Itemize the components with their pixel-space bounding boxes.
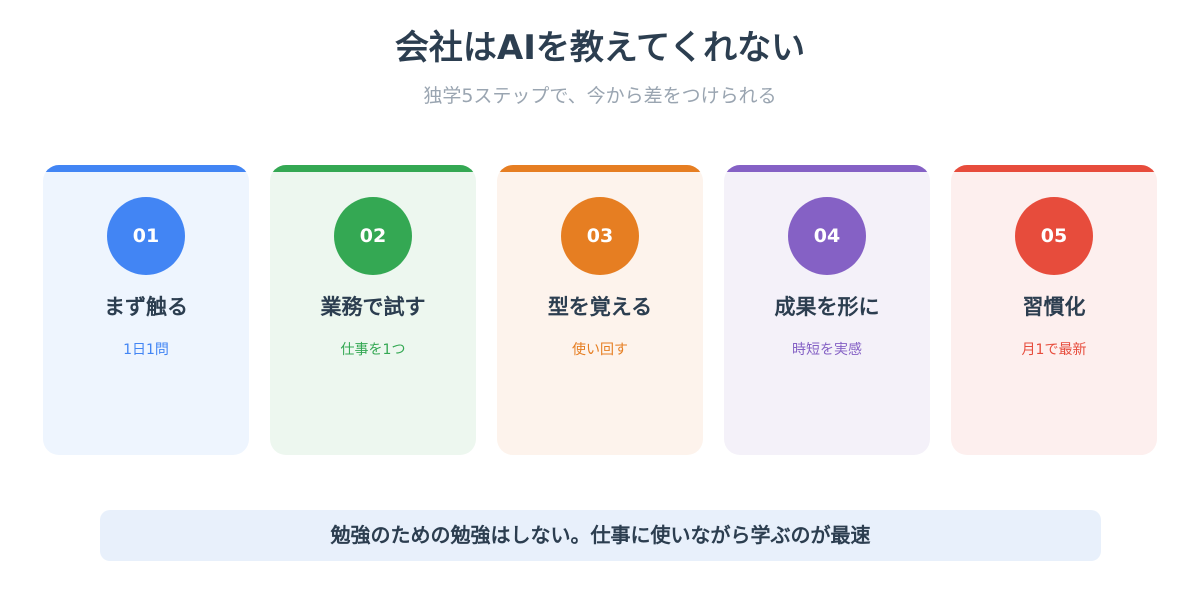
step-title: 型を覚える	[547, 295, 653, 319]
footer-message: 勉強のための勉強はしない。仕事に使いながら学ぶのが最速	[100, 510, 1101, 561]
step-accent-bar	[724, 165, 930, 172]
step-number-badge: 02	[334, 197, 412, 275]
step-description: 時短を実感	[792, 342, 862, 358]
step-accent-bar	[497, 165, 703, 172]
step-accent-bar	[43, 165, 249, 172]
step-accent-bar	[270, 165, 476, 172]
step-description: 仕事を1つ	[340, 342, 406, 358]
step-title: まず触る	[104, 295, 188, 319]
step-title: 習慣化	[1022, 295, 1086, 319]
step-number-badge: 05	[1015, 197, 1093, 275]
step-card-3: 03 型を覚える 使い回す	[497, 165, 703, 455]
page-subtitle: 独学5ステップで、今から差をつけられる	[423, 85, 777, 107]
step-card-4: 04 成果を形に 時短を実感	[724, 165, 930, 455]
step-title: 業務で試す	[320, 295, 426, 319]
step-title: 成果を形に	[774, 295, 880, 319]
step-card-5: 05 習慣化 月1で最新	[951, 165, 1157, 455]
step-description: 1日1問	[123, 342, 169, 358]
step-card-2: 02 業務で試す 仕事を1つ	[270, 165, 476, 455]
step-number-badge: 03	[561, 197, 639, 275]
step-description: 使い回す	[572, 342, 628, 358]
step-accent-bar	[951, 165, 1157, 172]
step-number-badge: 04	[788, 197, 866, 275]
step-card-1: 01 まず触る 1日1問	[43, 165, 249, 455]
step-number-badge: 01	[107, 197, 185, 275]
page-title: 会社はAIを教えてくれない	[394, 28, 806, 68]
step-description: 月1で最新	[1021, 342, 1087, 358]
